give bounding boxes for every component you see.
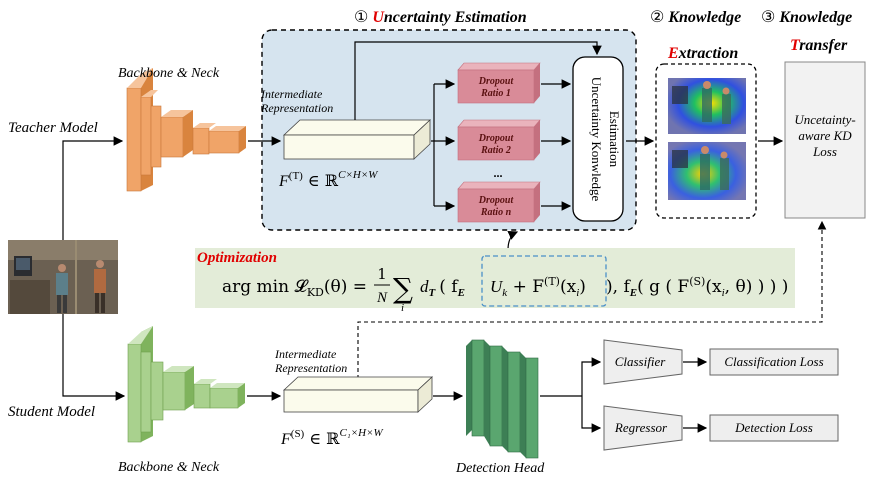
optimization-label: Optimization: [197, 250, 277, 266]
dropout-block-n: [457, 181, 541, 223]
teacher-arrows: [248, 41, 784, 251]
classification-loss-box: [709, 348, 839, 376]
detection-head: [466, 339, 539, 459]
kd-loss-line3: Loss: [812, 144, 837, 159]
student-arrows: [247, 357, 708, 433]
dropout-n-line2: Ratio n: [480, 207, 512, 218]
dropout-n-line1: Dropout: [478, 195, 515, 206]
regressor-block: [603, 405, 683, 451]
svg-text:∑: ∑: [393, 272, 413, 305]
teacher-backbone: [126, 68, 246, 192]
kd-loss-line2: aware KD: [798, 128, 852, 143]
formula-panel: [195, 248, 795, 308]
teacher-feature-block: [282, 119, 432, 160]
student-feature-block: [282, 376, 434, 413]
svg-text:Transfer: Transfer: [790, 37, 848, 54]
heatmap-image-2: [668, 142, 746, 200]
student-model-label: Student Model: [8, 404, 95, 420]
student-ir-label-1: Intermediate: [274, 347, 337, 361]
uncertainty-term-highlight: [481, 255, 607, 307]
dropout-2-line1: Dropout: [478, 133, 515, 144]
svg-text:i: i: [401, 302, 404, 314]
dropout-1-line1: Dropout: [478, 76, 515, 87]
svg-text:Uk + F(T)(xi): Uk + F(T)(xi): [490, 275, 586, 299]
teacher-ir-label-1: Intermediate: [260, 87, 323, 101]
dropout-1-line2: Ratio 1: [480, 88, 511, 99]
svg-text:N: N: [376, 290, 388, 306]
stage1-title: ① Uncertainty Estimation: [354, 7, 527, 26]
detection-head-label: Detection Head: [455, 461, 545, 476]
svg-text:Extraction: Extraction: [667, 45, 738, 62]
regressor-label: Regressor: [614, 420, 668, 435]
detection-loss-box: [709, 414, 839, 442]
input-image: [8, 240, 118, 314]
optimization-formula: arg min 𝓛KD(θ) = 1 N ∑ i dT( fE Uk + F(T…: [222, 265, 788, 314]
svg-text:1: 1: [377, 265, 387, 283]
student-feature-formula: F(S) ∈ ℝC₁×H×W: [280, 427, 383, 448]
heatmap-image-1: [668, 78, 746, 134]
dropout-2-line2: Ratio 2: [480, 145, 511, 156]
uke-line2: Estimation: [607, 111, 622, 168]
kd-loss-line1: Uncetainty-: [794, 112, 855, 127]
teacher-model-label: Teacher Model: [8, 120, 98, 136]
teacher-ir-label-2: Representation: [260, 101, 333, 115]
kd-loss-box: [784, 61, 866, 219]
student-backbone-label: Backbone & Neck: [118, 460, 220, 475]
dropout-block-2: [457, 119, 541, 161]
input-arrows: [62, 136, 126, 401]
dropout-block-1: [457, 62, 541, 104]
detection-loss-label: Detection Loss: [734, 420, 813, 435]
teacher-backbone-label: Backbone & Neck: [118, 66, 220, 81]
uke-line1: Uncertainty Konwledge: [589, 77, 604, 202]
student-to-kd-loss-arrow: [357, 220, 827, 386]
uke-box: [572, 56, 624, 222]
svg-text:arg min 𝓛KD(θ) =: arg min 𝓛KD(θ) =: [222, 277, 367, 299]
classifier-block: [603, 339, 683, 385]
student-ir-label-2: Representation: [274, 361, 347, 375]
classification-loss-label: Classification Loss: [724, 354, 823, 369]
svg-text:), fE( g ( F(S)(xi, θ) ) ) ): ), fE( g ( F(S)(xi, θ) ) ) ): [606, 275, 788, 299]
svg-text:dT( fE: dT( fE: [420, 277, 465, 299]
student-backbone: [127, 326, 245, 443]
dropout-ellipsis: ...: [494, 166, 503, 180]
classifier-label: Classifier: [615, 354, 667, 369]
teacher-feature-formula: F(T) ∈ ℝC×H×W: [278, 169, 378, 190]
